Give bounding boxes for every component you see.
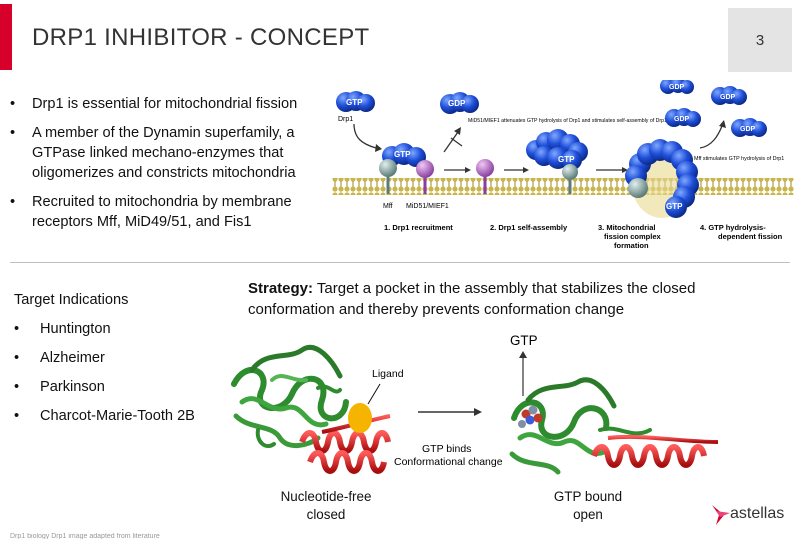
section-divider [10, 262, 790, 263]
astellas-logo: astellas [710, 503, 792, 529]
svg-text:GDP: GDP [448, 99, 466, 108]
svg-text:GTP: GTP [394, 150, 411, 159]
mff-note: Mff stimulates GTP hydrolysis of Drp1 [694, 156, 784, 162]
logo-text: astellas [730, 505, 785, 522]
drp1-self-assembly-complex: GTP [526, 129, 588, 194]
attenuates-note: MiD51/MIEF1 attenuates GTP hydrolysis of… [468, 118, 667, 124]
ligand-label: Ligand [372, 368, 404, 380]
mid51-receptor-icon [476, 159, 494, 177]
target-item: Parkinson [14, 377, 195, 406]
page-number: 3 [755, 32, 765, 49]
open-caption-line2: open [573, 507, 603, 522]
gtp-ligand-spheres [518, 405, 543, 428]
closed-caption-line1: Nucleotide-free [280, 489, 372, 504]
svg-text:GDP: GDP [669, 84, 685, 91]
open-red-helix [591, 434, 719, 468]
svg-text:GDP: GDP [674, 116, 690, 123]
step-2-label: 2. Drp1 self-assembly [490, 223, 568, 232]
svg-text:GDP: GDP [740, 126, 756, 133]
strategy-label: Strategy: [248, 280, 314, 297]
target-item: Charcot-Marie-Tooth 2B [14, 406, 195, 435]
slide-title: DRP1 INHIBITOR - CONCEPT [32, 24, 370, 51]
gtp-top-label: GTP [510, 333, 538, 348]
drp1-fission-diagram: GTP Drp1 GTP Mff MiD51/MIEF1 GDP MiD51/M… [332, 80, 794, 250]
step-3-label: 3. Mitochondrial fission complex formati… [598, 223, 663, 250]
bullet-list: Drp1 is essential for mitochondrial fiss… [10, 94, 328, 241]
bullet-item: Recruited to mitochondria by membrane re… [10, 192, 328, 232]
bullet-item: Drp1 is essential for mitochondrial fiss… [10, 94, 328, 114]
membrane-bilayer [332, 178, 794, 195]
gtp-molecule-icon: GTP [336, 91, 375, 112]
svg-text:GDP: GDP [720, 94, 736, 101]
title-bar: DRP1 INHIBITOR - CONCEPT [0, 0, 728, 72]
astellas-star-icon [712, 505, 730, 525]
svg-text:GTP: GTP [346, 98, 363, 107]
bullet-item: A member of the Dynamin superfamily, a G… [10, 123, 328, 183]
svg-text:GTP: GTP [666, 202, 683, 211]
closed-caption: Nucleotide-free closed [256, 488, 396, 524]
mid51-label: MiD51/MIEF1 [406, 203, 449, 210]
open-protein-structure [509, 377, 652, 475]
drp1-label: Drp1 [338, 116, 353, 123]
closed-protein-structure [231, 345, 349, 449]
page-number-box: 3 [728, 8, 792, 72]
protein-structures-figure: Ligand GTP binds Conformational change G… [231, 333, 719, 475]
conformational-change-label: Conformational change [394, 456, 503, 468]
open-caption-line1: GTP bound [553, 489, 623, 504]
target-item: Huntington [14, 319, 195, 348]
step-1-label: 1. Drp1 recruitment [384, 223, 453, 232]
gtp-binds-label: GTP binds [422, 443, 471, 455]
open-caption: GTP bound open [518, 488, 658, 524]
svg-text:GTP: GTP [558, 155, 575, 164]
target-indications-title: Target Indications [14, 292, 129, 308]
gdp-release-icons: GDP GDP GDP GDP [660, 80, 767, 137]
strategy-text: Strategy: Target a pocket in the assembl… [248, 278, 698, 320]
ligand-pocket-icon [348, 403, 372, 433]
strategy-body: Target a pocket in the assembly that sta… [248, 280, 696, 318]
fission-complex-ring: GTP [625, 139, 699, 218]
mff-label: Mff [383, 203, 393, 210]
closed-caption-line2: closed [306, 507, 346, 522]
step-4-label: 4. GTP hydrolysis- dependent fission [700, 223, 783, 241]
target-item: Alzheimer [14, 348, 195, 377]
target-indications-list: Huntington Alzheimer Parkinson Charcot-M… [14, 319, 195, 435]
drp1-recruitment-complex: GTP [379, 143, 434, 194]
gdp-molecule-icon: GDP [440, 92, 479, 114]
footnote: Drp1 biology Drp1 image adapted from lit… [10, 533, 160, 539]
title-accent-bar [0, 4, 12, 70]
